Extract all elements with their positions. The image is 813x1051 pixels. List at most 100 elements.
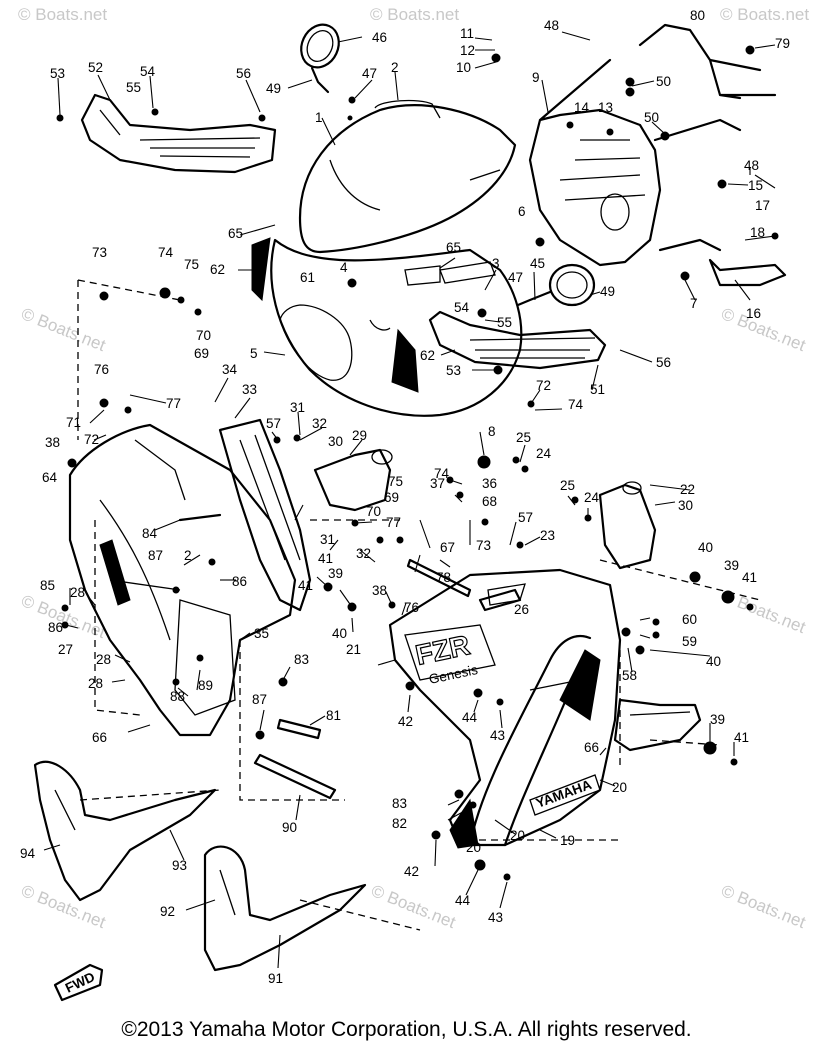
callout-number: 75 — [184, 257, 199, 272]
callout-number: 32 — [312, 416, 327, 431]
callout-number: 31 — [320, 532, 335, 547]
callout-number: 32 — [356, 546, 371, 561]
callout-number: 42 — [404, 864, 419, 879]
assembly-lines — [77, 279, 761, 931]
callout-number: 25 — [516, 430, 531, 445]
callout-number: 70 — [366, 504, 381, 519]
watermark: © Boats.net — [370, 5, 459, 24]
callout-number: 22 — [680, 482, 695, 497]
callout-number: 80 — [690, 8, 705, 23]
callout-number: 40 — [698, 540, 713, 555]
callout-number: 44 — [462, 710, 478, 725]
callout-number: 20 — [466, 840, 481, 855]
bracket-part — [638, 23, 777, 100]
callout-number: 68 — [482, 494, 497, 509]
callout-number: 6 — [518, 204, 526, 219]
callout-number: 62 — [420, 348, 435, 363]
callout-number: 19 — [560, 833, 575, 848]
callout-number: 62 — [210, 262, 225, 277]
callout-number: 53 — [50, 66, 65, 81]
callout-number: 39 — [710, 712, 725, 727]
callout-number: 50 — [656, 74, 671, 89]
callout-number: 89 — [198, 678, 213, 693]
callout-number: 87 — [252, 692, 267, 707]
callout-number: 40 — [706, 654, 721, 669]
callout-number: 15 — [748, 178, 763, 193]
callout-number: 48 — [544, 18, 559, 33]
left-air-duct-part — [80, 93, 277, 174]
leader-lines — [43, 31, 776, 969]
callout-number: 67 — [440, 540, 455, 555]
callout-number: 45 — [530, 256, 545, 271]
callout-number: 31 — [290, 400, 305, 415]
callout-number: 77 — [166, 396, 181, 411]
callout-number: 2 — [391, 60, 399, 75]
upper-cowl-part — [251, 237, 523, 417]
callout-number: 23 — [540, 528, 555, 543]
callout-number: 57 — [266, 416, 281, 431]
callout-number: 47 — [508, 270, 523, 285]
fastener-marks — [56, 45, 779, 881]
callout-number: 36 — [482, 476, 497, 491]
callout-number: 41 — [734, 730, 749, 745]
callout-number: 35 — [254, 626, 269, 641]
callout-number: 41 — [742, 570, 757, 585]
callout-number: 33 — [242, 382, 257, 397]
watermark: © Boats.net — [720, 5, 809, 24]
callout-number: 70 — [196, 328, 211, 343]
callout-number: 17 — [755, 198, 770, 213]
callout-number: 51 — [590, 382, 605, 397]
callout-number: 1 — [315, 110, 323, 125]
callout-number: 7 — [690, 296, 698, 311]
left-side-fairing-part — [68, 423, 297, 737]
small-bracket-parts — [178, 513, 522, 800]
callout-number: 55 — [497, 315, 512, 330]
callout-number: 37 — [430, 476, 445, 491]
callout-number: 8 — [488, 424, 496, 439]
callout-number: 88 — [170, 689, 185, 704]
lower-cowl-part — [613, 698, 702, 752]
callout-number: 86 — [232, 574, 247, 589]
callout-number: 49 — [266, 81, 281, 96]
callout-number: 20 — [612, 780, 627, 795]
cowl-stay-part — [528, 58, 742, 267]
copyright-notice: ©2013 Yamaha Motor Corporation, U.S.A. A… — [121, 1018, 692, 1041]
callout-number: 74 — [158, 245, 174, 260]
callout-number: 66 — [92, 730, 107, 745]
yamaha-decal-text: YAMAHA — [534, 777, 594, 811]
callout-number: 5 — [250, 346, 258, 361]
callout-number: 43 — [488, 910, 503, 925]
callout-number: 91 — [268, 971, 283, 986]
callout-number: 52 — [88, 60, 103, 75]
callout-number: 40 — [332, 626, 347, 641]
callout-number: 12 — [460, 43, 475, 58]
callout-number: 41 — [318, 551, 333, 566]
callout-number: 46 — [372, 30, 387, 45]
callout-number: 86 — [48, 620, 63, 635]
yamaha-decal: YAMAHA — [529, 774, 601, 816]
callout-number: 73 — [476, 538, 491, 553]
callout-number: 21 — [346, 642, 361, 657]
bracket-part — [708, 258, 787, 287]
callout-labels: 46 49 1 2 47 53 52 54 55 56 11 12 10 48 … — [20, 8, 790, 986]
callout-number: 75 — [388, 474, 403, 489]
callout-number: 27 — [58, 642, 73, 657]
callout-number: 41 — [298, 578, 313, 593]
callout-number: 54 — [454, 300, 470, 315]
callout-number: 18 — [750, 225, 765, 240]
callout-number: 94 — [20, 846, 36, 861]
callout-number: 26 — [514, 602, 529, 617]
right-side-fairing-part — [388, 568, 622, 849]
callout-number: 79 — [775, 36, 790, 51]
callout-number: 28 — [70, 585, 85, 600]
callout-number: 43 — [490, 728, 505, 743]
callout-number: 49 — [600, 284, 615, 299]
callout-number: 74 — [568, 397, 584, 412]
callout-number: 65 — [228, 226, 243, 241]
callout-number: 83 — [392, 796, 407, 811]
callout-number: 44 — [455, 893, 471, 908]
callout-number: 73 — [92, 245, 107, 260]
callout-number: 77 — [386, 515, 401, 530]
callout-number: 65 — [446, 240, 461, 255]
callout-number: 48 — [744, 158, 759, 173]
